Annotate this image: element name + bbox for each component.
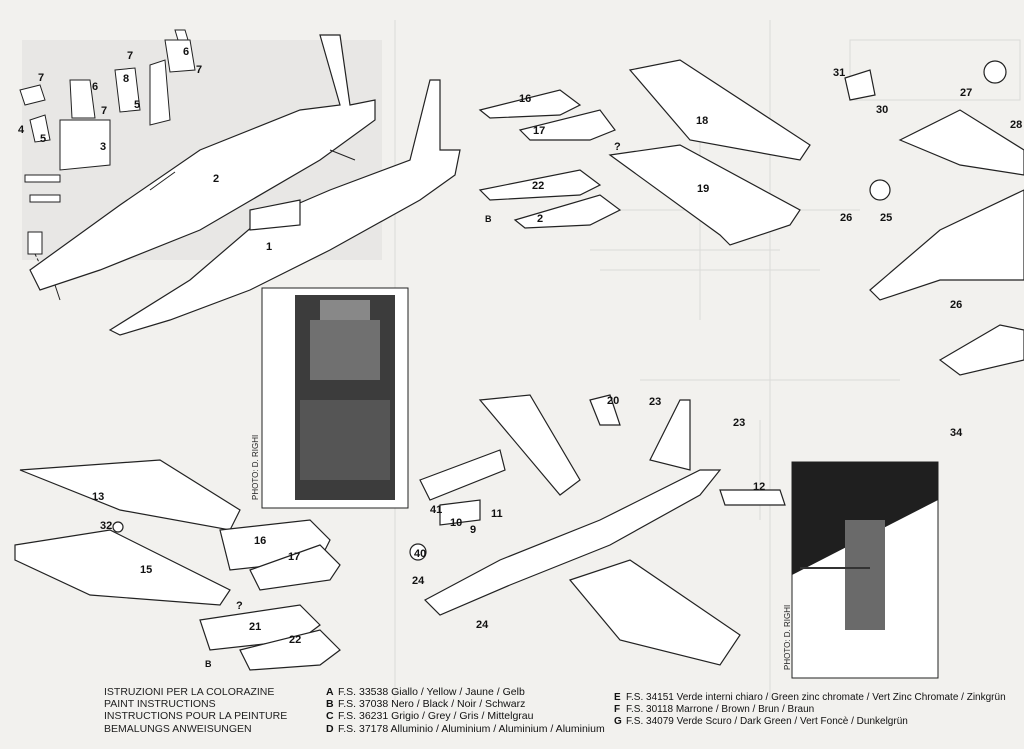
photo-credit-left: PHOTO: D. RIGHI bbox=[251, 435, 260, 500]
title-english: PAINT INSTRUCTIONS bbox=[104, 698, 216, 711]
part-number-24b: 24 bbox=[476, 619, 489, 631]
circle-b-mark-b: B bbox=[205, 659, 212, 669]
part-number-10: 10 bbox=[450, 517, 462, 529]
part-number-8: 8 bbox=[123, 73, 129, 85]
cockpit-parts-group bbox=[19, 29, 196, 286]
part-number-17b: 17 bbox=[288, 551, 300, 563]
part-number-2b: 2 bbox=[537, 213, 543, 225]
part-number-26b: 26 bbox=[950, 299, 962, 311]
part-number-24a: 24 bbox=[412, 575, 425, 587]
part-number-7c: 7 bbox=[127, 50, 133, 62]
part-number-19: 19 bbox=[697, 183, 709, 195]
part-number-34: 34 bbox=[950, 427, 963, 439]
part-number-7a: 7 bbox=[38, 72, 44, 84]
part-number-4: 4 bbox=[18, 124, 25, 136]
part-number-9: 9 bbox=[470, 524, 476, 536]
part-number-41: 41 bbox=[430, 504, 442, 516]
part-number-5a: 5 bbox=[40, 133, 46, 145]
part-number-20: 20 bbox=[607, 395, 619, 407]
assembly-arrows bbox=[54, 149, 356, 301]
part-number-32: 32 bbox=[100, 520, 112, 532]
question-mark-a: ? bbox=[614, 141, 621, 153]
part-number-23b: 23 bbox=[733, 417, 745, 429]
paint-instructions-title: ISTRUZIONI PER LA COLORAZINE PAINT INSTR… bbox=[104, 686, 287, 735]
part-number-7d: 7 bbox=[196, 64, 202, 76]
part-number-7b: 7 bbox=[101, 105, 107, 117]
part-number-13: 13 bbox=[92, 491, 104, 503]
question-mark-b: ? bbox=[236, 600, 243, 612]
tip-tanks-and-wing-drawing bbox=[478, 59, 811, 246]
ejection-seat-photo-image bbox=[295, 295, 395, 500]
part-number-17a: 17 bbox=[533, 125, 545, 137]
part-number-5b: 5 bbox=[134, 99, 140, 111]
part-number-labels: 2 1 3 4 5 5 6 6 7 7 7 7 8 16 17 18 19 22… bbox=[18, 46, 1022, 669]
assembled-aircraft-drawing bbox=[409, 394, 786, 666]
part-number-11: 11 bbox=[491, 508, 503, 520]
part-number-28: 28 bbox=[1010, 119, 1022, 131]
photo-credit-right: PHOTO: D. RIGHI bbox=[783, 605, 792, 670]
part-number-26a: 26 bbox=[840, 212, 852, 224]
nose-section-drawing bbox=[844, 60, 1024, 376]
part-number-16a: 16 bbox=[519, 93, 531, 105]
part-number-40: 40 bbox=[414, 548, 426, 560]
part-number-6b: 6 bbox=[183, 46, 189, 58]
title-german: BEMALUNGS ANWEISUNGEN bbox=[104, 722, 252, 735]
part-number-25: 25 bbox=[880, 212, 892, 224]
part-number-15: 15 bbox=[140, 564, 152, 576]
part-number-12: 12 bbox=[753, 481, 765, 493]
circle-b-mark-a: B bbox=[485, 214, 492, 224]
part-number-2: 2 bbox=[213, 173, 219, 185]
airbrake-photo-image bbox=[791, 461, 939, 679]
title-french: INSTRUCTIONS POUR LA PEINTURE bbox=[104, 710, 288, 723]
title-italian: ISTRUZIONI PER LA COLORAZINE bbox=[104, 686, 275, 698]
part-number-22b: 22 bbox=[289, 634, 301, 646]
part-number-30: 30 bbox=[876, 104, 888, 116]
part-number-22a: 22 bbox=[532, 180, 544, 192]
part-number-23a: 23 bbox=[649, 396, 661, 408]
fuselage-halves-drawing bbox=[29, 34, 461, 336]
part-number-6a: 6 bbox=[92, 81, 98, 93]
part-number-3: 3 bbox=[100, 141, 106, 153]
part-number-27: 27 bbox=[960, 87, 972, 99]
part-number-1: 1 bbox=[266, 241, 272, 253]
part-number-16b: 16 bbox=[254, 535, 266, 547]
part-number-18: 18 bbox=[696, 115, 708, 127]
lower-wing-drawing bbox=[14, 459, 341, 671]
part-number-31: 31 bbox=[833, 67, 845, 79]
part-number-21: 21 bbox=[249, 621, 261, 633]
